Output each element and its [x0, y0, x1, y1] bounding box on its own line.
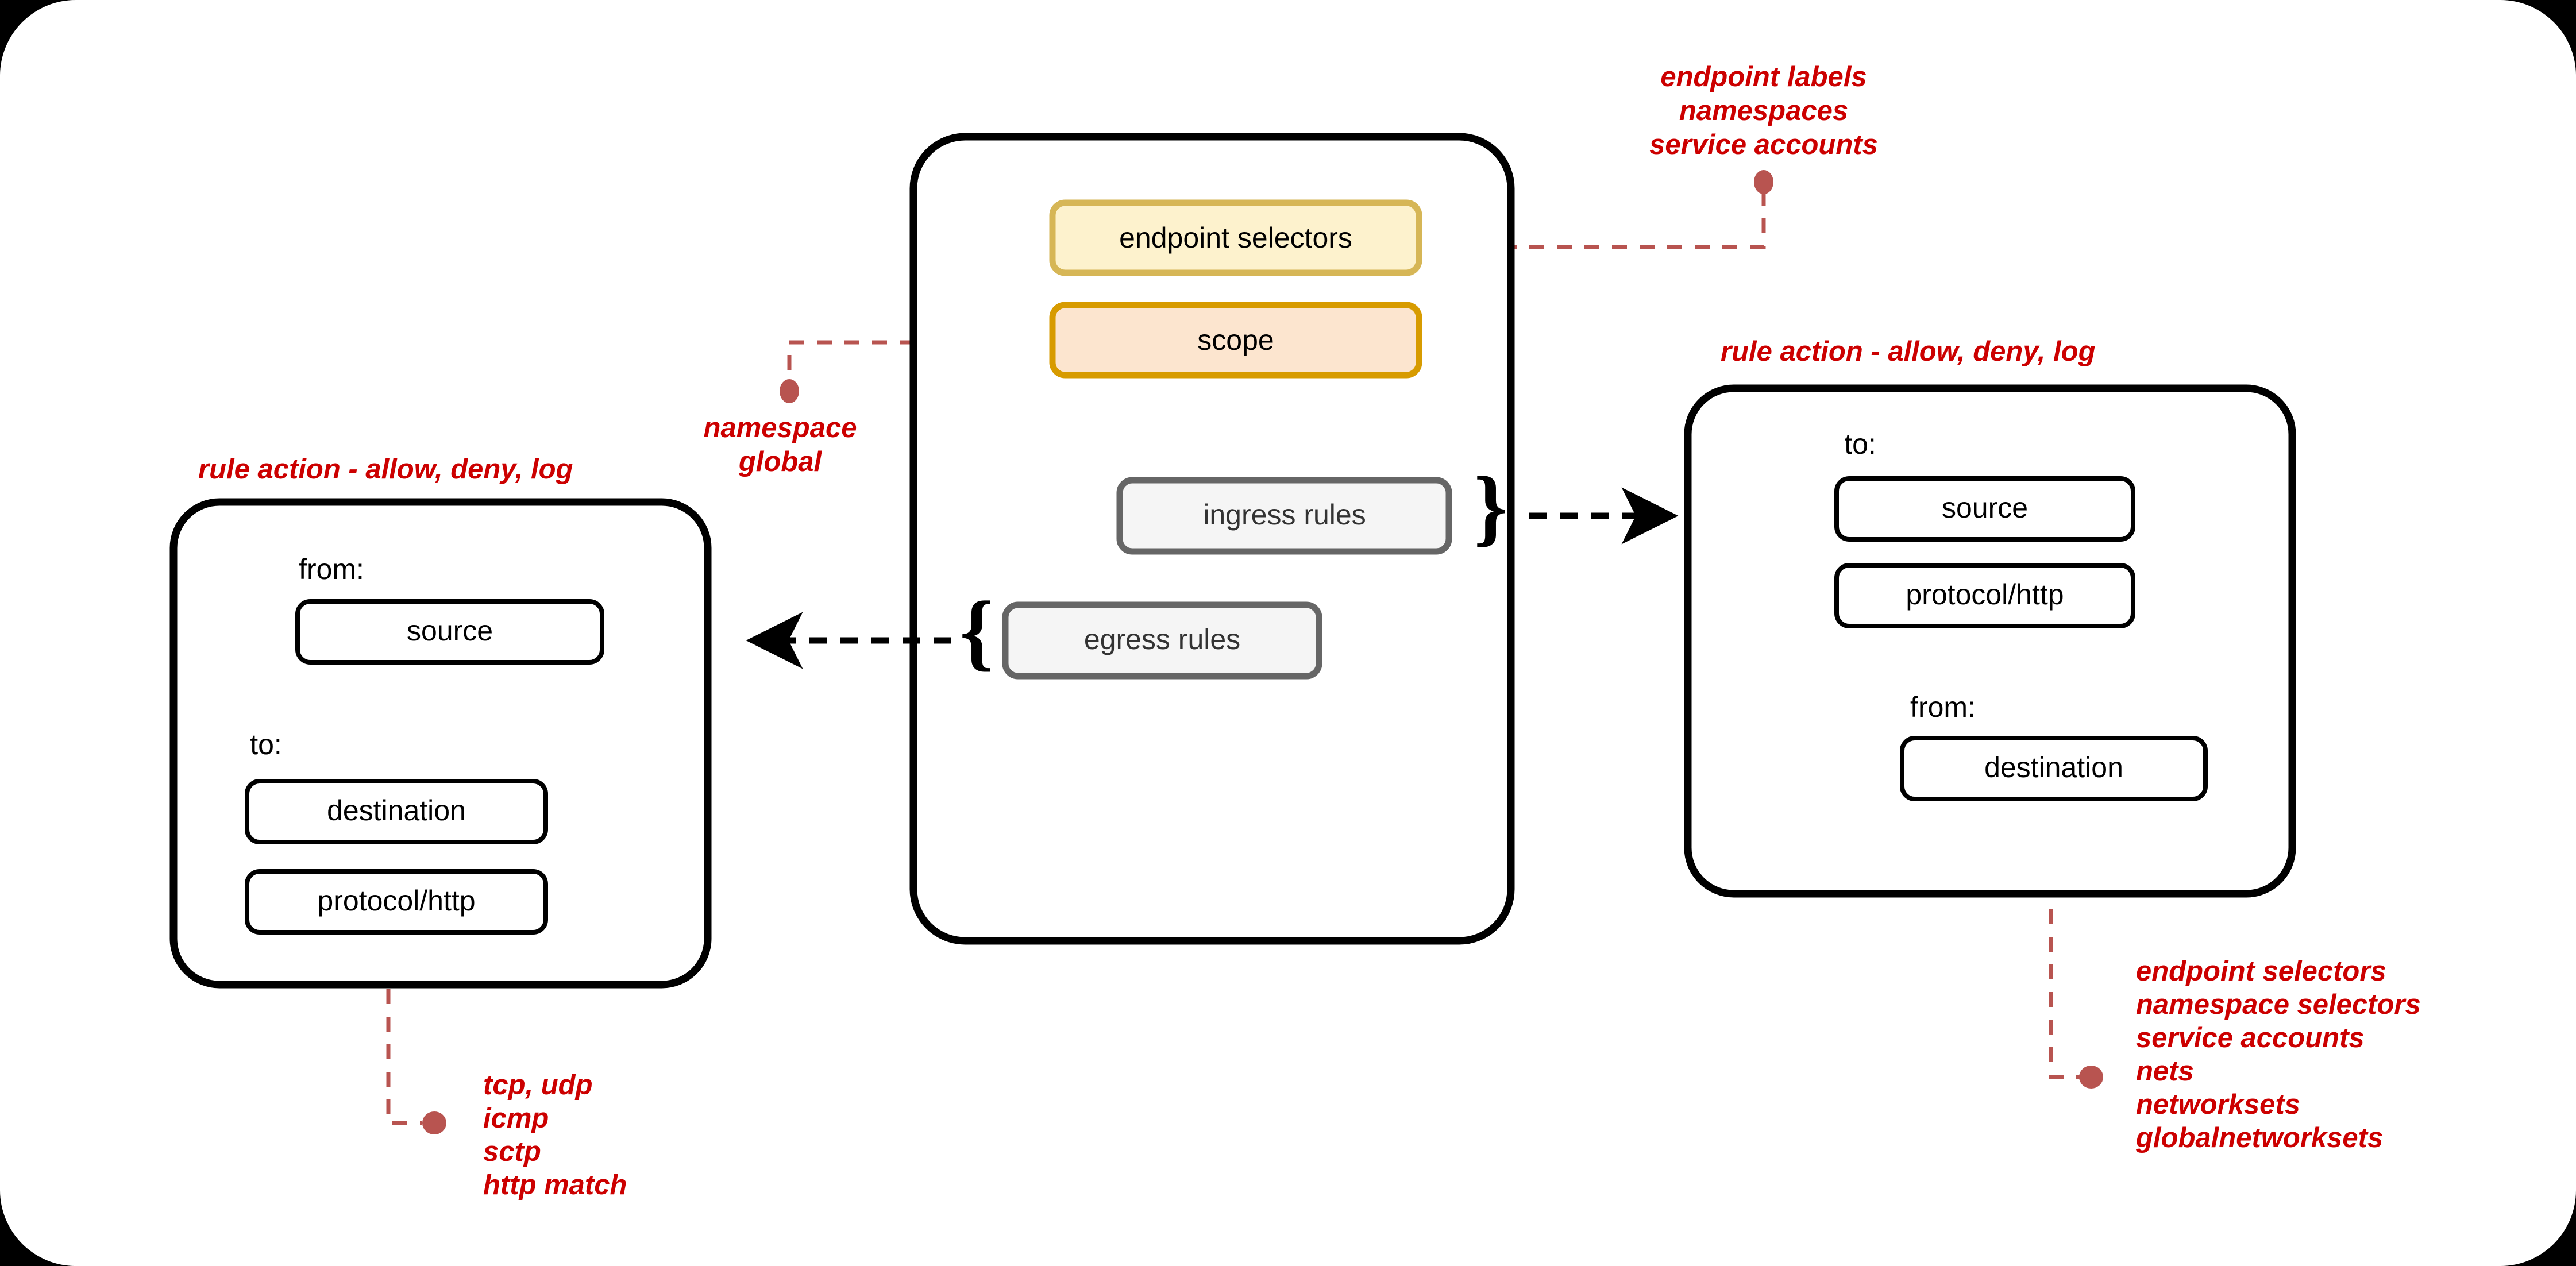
egress-rules-label: egress rules [1084, 623, 1240, 655]
annotation-line: service accounts [1649, 129, 1878, 160]
ingress-card [1684, 384, 2296, 898]
annotation-line: endpoint labels [1660, 61, 1867, 92]
connector-protocol [386, 934, 446, 1134]
ingress-to-source-node[interactable]: source [1834, 476, 2135, 542]
egress-to-label: to: [250, 728, 282, 761]
egress-from-label: from: [299, 553, 364, 585]
protocol-annotation: tcp, udp icmp sctp http match [483, 1070, 627, 1201]
connector-dot [422, 1111, 446, 1134]
connector-dot [1754, 170, 1773, 194]
egress-from-source-label: source [407, 615, 493, 647]
ingress-to-protocol-label: protocol/http [1906, 578, 2064, 611]
annotation-line: global [738, 446, 823, 477]
annotation-line: namespace [704, 412, 857, 443]
egress-action-note: rule action - allow, deny, log [198, 454, 573, 485]
ingress-from-destination-node[interactable]: destination [1900, 736, 2208, 801]
endpoint-selectors-label: endpoint selectors [1119, 222, 1352, 254]
scope-node[interactable]: scope [1049, 302, 1422, 379]
ingress-brace: } [1474, 459, 1507, 554]
connector-endpoint-selectors [1419, 170, 1773, 249]
egress-from-source-node[interactable]: source [295, 599, 604, 665]
ingress-to-label: to: [1844, 428, 1876, 460]
connector-dot [2079, 1066, 2103, 1089]
annotation-line: sctp [483, 1136, 541, 1167]
annotation-line: service accounts [2136, 1022, 2365, 1053]
scope-label: scope [1197, 324, 1274, 356]
egress-to-destination-node[interactable]: destination [245, 779, 548, 844]
connector-dot [780, 379, 799, 403]
annotation-line: nets [2136, 1056, 2194, 1087]
egress-to-protocol-node[interactable]: protocol/http [245, 869, 548, 935]
annotation-line: endpoint selectors [2136, 956, 2386, 987]
destination-annotation: endpoint selectors namespace selectors s… [2135, 956, 2421, 1153]
egress-rules-node[interactable]: egress rules [1002, 601, 1322, 680]
egress-to-destination-label: destination [327, 794, 466, 827]
ingress-to-source-label: source [1942, 492, 2028, 524]
egress-brace: { [959, 584, 993, 679]
endpoint-selectors-annotation: endpoint labels namespaces service accou… [1649, 61, 1878, 160]
scope-annotation: namespace global [704, 412, 857, 477]
annotation-line: namespaces [1679, 95, 1848, 126]
annotation-line: tcp, udp [483, 1070, 593, 1101]
ingress-action-note: rule action - allow, deny, log [1721, 336, 2096, 367]
egress-to-protocol-label: protocol/http [317, 885, 475, 917]
endpoint-selectors-node[interactable]: endpoint selectors [1049, 199, 1422, 276]
ingress-from-label: from: [1910, 691, 1976, 723]
annotation-line: icmp [483, 1103, 549, 1134]
annotation-line: globalnetworksets [2135, 1122, 2383, 1153]
ingress-from-destination-label: destination [1984, 751, 2123, 783]
annotation-line: namespace selectors [2136, 989, 2421, 1020]
ingress-to-protocol-node[interactable]: protocol/http [1834, 563, 2135, 628]
ingress-rules-label: ingress rules [1203, 499, 1366, 531]
ingress-rules-node[interactable]: ingress rules [1116, 477, 1452, 555]
annotation-line: networksets [2136, 1089, 2300, 1120]
annotation-line: http match [483, 1169, 627, 1201]
